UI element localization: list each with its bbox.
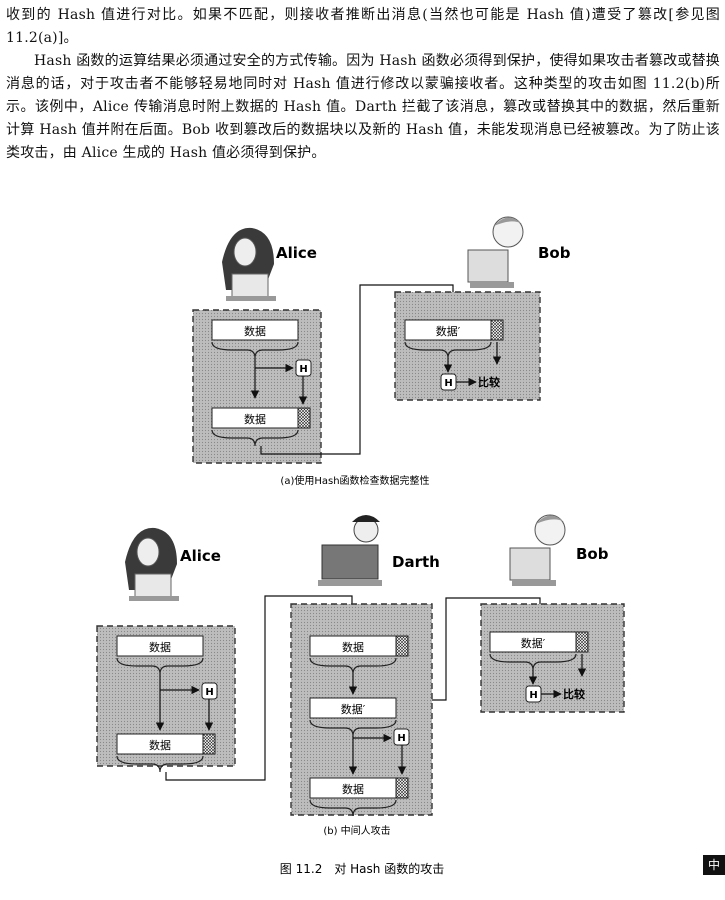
bob-name-a: Bob: [538, 244, 571, 262]
alice-icon-b: [125, 527, 179, 601]
figure-11-2: Alice Bob 数据 H 数据 数据′ H: [96, 216, 625, 876]
data-modified-label-b1: 数据′: [341, 702, 366, 716]
alice-name-a: Alice: [276, 244, 317, 262]
hash-label-bob-a: H: [444, 378, 452, 389]
darth-name: Darth: [392, 553, 440, 571]
hash-label-bob-b: H: [529, 690, 537, 701]
hash-label-a: H: [299, 364, 307, 375]
data-label-b1: 数据: [149, 640, 171, 654]
paragraph-1: 收到的 Hash 值进行对比。如果不匹配，则接收者推断出消息(当然也可能是 Ha…: [6, 7, 720, 46]
compare-label-b: 比较: [563, 687, 585, 701]
figure-caption: 图 11.2 对 Hash 函数的攻击: [280, 861, 444, 876]
data-modified-label-a: 数据′: [436, 324, 461, 338]
compare-label-a: 比较: [478, 375, 500, 389]
bob-icon: [467, 216, 524, 288]
alice-name-b: Alice: [180, 547, 221, 565]
paragraph-2: Hash 函数的运算结果必须通过安全的方式传输。因为 Hash 函数必须得到保护…: [6, 53, 720, 161]
figure-a: Alice Bob 数据 H 数据 数据′ H: [192, 216, 571, 487]
data-label-b2: 数据: [149, 738, 171, 752]
bob-box-b: [480, 603, 625, 713]
data-label-a2: 数据: [244, 412, 266, 426]
data-label-b3: 数据: [342, 640, 364, 654]
caption-b: (b) 中间人攻击: [323, 824, 390, 837]
bob-icon-b: [509, 514, 566, 586]
corner-badge: 中: [703, 855, 725, 875]
data-label-b4: 数据: [342, 782, 364, 796]
hash-label-darth: H: [397, 733, 405, 744]
darth-icon: [318, 515, 382, 586]
hash-label-b1: H: [205, 687, 213, 698]
caption-a: (a)使用Hash函数检查数据完整性: [280, 474, 429, 487]
bob-name-b: Bob: [576, 545, 609, 563]
data-modified-label-b2: 数据′: [521, 636, 546, 650]
figure-b: Alice Darth Bob 数据 H 数据: [96, 514, 625, 837]
alice-icon: [222, 227, 276, 301]
bob-box-a: [394, 291, 541, 401]
data-block-a: [211, 319, 299, 341]
data-label-a1: 数据: [244, 324, 266, 338]
